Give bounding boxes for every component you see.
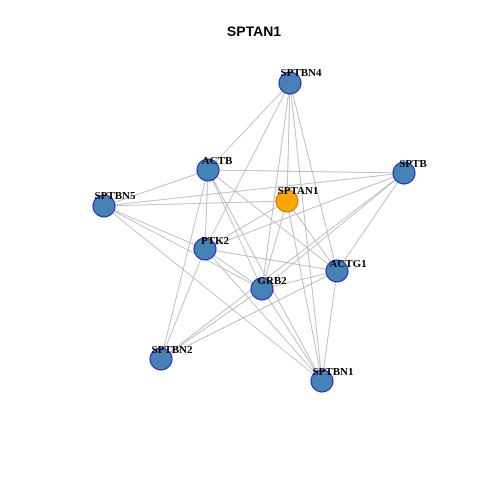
edge-grb2-actg1 bbox=[261, 270, 338, 290]
edge-sptan1-sptbn5 bbox=[103, 200, 288, 207]
edge-sptb-sptbn2 bbox=[160, 172, 405, 360]
node-sptb bbox=[392, 161, 416, 185]
edge-sptbn4-sptbn1 bbox=[289, 82, 323, 382]
edge-sptbn5-grb2 bbox=[103, 205, 263, 290]
node-label-sptbn5: SPTBN5 bbox=[95, 190, 136, 202]
node-ptk2 bbox=[193, 237, 217, 261]
edge-layer bbox=[103, 82, 405, 382]
edge-sptan1-sptbn1 bbox=[286, 200, 323, 382]
edge-sptbn4-actb bbox=[207, 82, 291, 171]
node-label-sptbn4: SPTBN4 bbox=[281, 67, 322, 79]
edge-sptbn4-grb2 bbox=[261, 82, 291, 290]
edge-grb2-sptbn2 bbox=[160, 288, 263, 360]
node-label-actb: ACTB bbox=[202, 155, 233, 167]
node-label-sptbn2: SPTBN2 bbox=[152, 344, 193, 356]
edge-actb-ptk2 bbox=[204, 169, 209, 250]
node-actb bbox=[196, 158, 220, 182]
node-label-sptbn1: SPTBN1 bbox=[313, 366, 354, 378]
edge-sptan1-ptk2 bbox=[204, 200, 288, 250]
node-layer bbox=[92, 71, 416, 393]
edge-actb-sptb bbox=[207, 169, 405, 174]
edge-actb-actg1 bbox=[207, 169, 338, 272]
node-sptbn1 bbox=[310, 369, 334, 393]
node-label-actg1: ACTG1 bbox=[329, 258, 366, 270]
edge-grb2-sptbn1 bbox=[261, 288, 323, 382]
edge-sptan1-grb2 bbox=[261, 200, 288, 290]
node-sptbn5 bbox=[92, 194, 116, 218]
node-label-ptk2: PTK2 bbox=[201, 235, 230, 247]
edge-sptbn5-ptk2 bbox=[103, 205, 206, 250]
edge-ptk2-actg1 bbox=[204, 248, 338, 272]
edge-actb-sptbn1 bbox=[207, 169, 323, 382]
edge-ptk2-sptbn1 bbox=[204, 248, 323, 382]
node-label-grb2: GRB2 bbox=[257, 275, 287, 287]
edge-ptk2-sptbn2 bbox=[160, 248, 206, 360]
node-sptbn2 bbox=[149, 347, 173, 371]
edge-actb-grb2 bbox=[207, 169, 263, 290]
edge-sptb-sptbn5 bbox=[103, 172, 405, 207]
edge-sptbn4-ptk2 bbox=[204, 82, 291, 250]
edge-sptan1-actg1 bbox=[286, 200, 338, 272]
edge-sptbn5-sptbn1 bbox=[103, 205, 323, 382]
edge-sptb-grb2 bbox=[261, 172, 405, 290]
edge-sptb-actg1 bbox=[336, 172, 405, 272]
edge-actb-sptbn5 bbox=[103, 169, 209, 207]
edge-sptb-ptk2 bbox=[204, 172, 405, 250]
edge-actg1-sptbn1 bbox=[321, 270, 338, 382]
edge-ptk2-grb2 bbox=[204, 248, 263, 290]
edge-actb-sptbn2 bbox=[160, 169, 209, 360]
node-grb2 bbox=[250, 277, 274, 301]
graph-title: SPTAN1 bbox=[227, 23, 281, 39]
node-sptbn4 bbox=[278, 71, 302, 95]
node-sptan1 bbox=[275, 189, 299, 213]
edge-sptbn4-sptan1 bbox=[286, 82, 291, 202]
node-label-sptb: SPTB bbox=[399, 158, 427, 170]
node-label-sptan1: SPTAN1 bbox=[278, 185, 319, 197]
edge-sptbn4-actg1 bbox=[289, 82, 338, 272]
edge-actg1-sptbn2 bbox=[160, 270, 338, 360]
node-actg1 bbox=[325, 259, 349, 283]
